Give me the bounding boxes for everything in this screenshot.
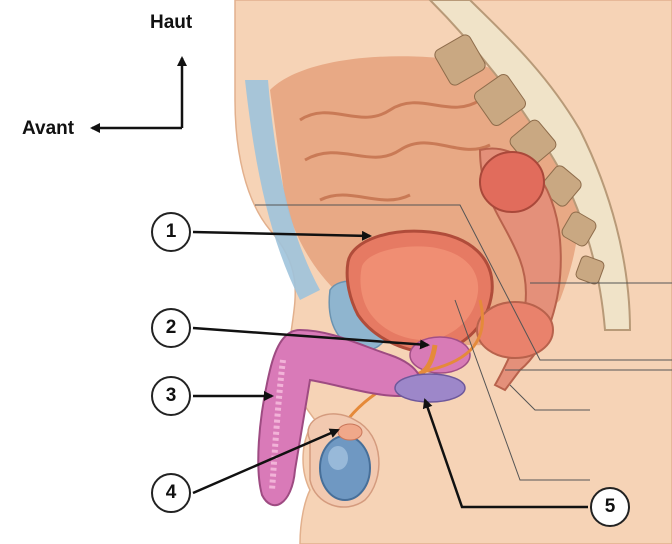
epididymis bbox=[338, 424, 362, 440]
callout-4: 4 bbox=[151, 473, 191, 513]
callout-3: 3 bbox=[151, 376, 191, 416]
testis bbox=[320, 436, 370, 500]
up-direction-label: Haut bbox=[150, 12, 192, 34]
bulb bbox=[395, 374, 465, 402]
testis-highlight bbox=[328, 446, 348, 470]
callout-1: 1 bbox=[151, 212, 191, 252]
rectum-upper bbox=[480, 152, 544, 212]
orientation-arrows bbox=[92, 58, 182, 128]
seminal-vesicle bbox=[477, 302, 553, 358]
callout-2: 2 bbox=[151, 308, 191, 348]
front-direction-label: Avant bbox=[22, 118, 74, 140]
callout-5: 5 bbox=[590, 487, 630, 527]
